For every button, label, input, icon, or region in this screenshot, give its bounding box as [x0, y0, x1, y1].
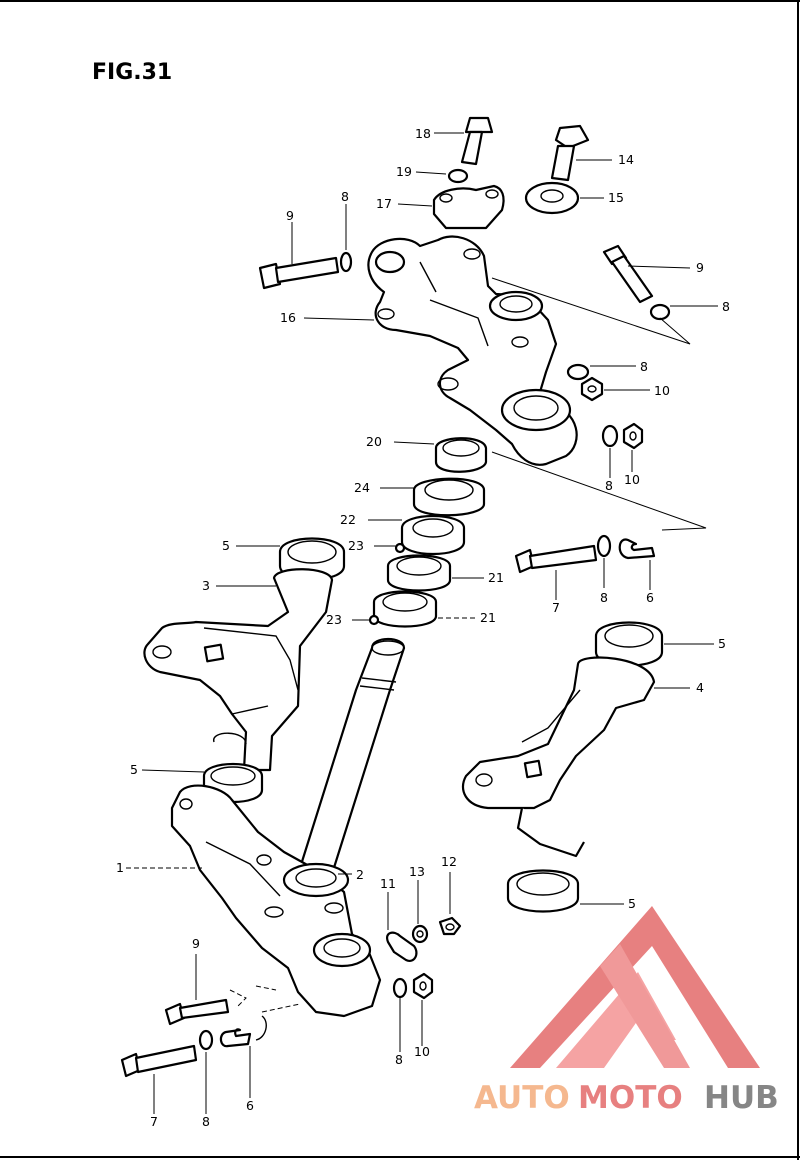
nut-20: [434, 437, 488, 473]
fork-bracket-3: [143, 568, 334, 772]
bolt-7-middle: [514, 544, 598, 574]
ring-5-lower-right: [506, 869, 580, 913]
callout-5-lower-right: 5: [628, 896, 636, 911]
figure-title: FIG.31: [92, 60, 172, 85]
washer-19: [447, 168, 469, 184]
callout-17: 17: [376, 196, 392, 211]
callout-19: 19: [396, 164, 412, 179]
nut-10-bracket: [580, 376, 604, 402]
bolt-18: [460, 116, 494, 166]
bolt-14: [550, 124, 590, 182]
cap-17: [432, 184, 505, 230]
clip-6-middle: [618, 538, 656, 560]
callout-9-upper-left: 9: [286, 208, 294, 223]
callout-14: 14: [618, 152, 634, 167]
lower-bracket-1: [170, 784, 382, 1018]
callout-15: 15: [608, 190, 624, 205]
callout-8-upper-left: 8: [341, 189, 349, 204]
guide-line-middle: [491, 451, 707, 531]
callout-8-bracket: 8: [640, 359, 648, 374]
callout-13: 13: [409, 864, 425, 879]
upper-bracket-16: [367, 235, 578, 466]
race-21-lower: [372, 590, 438, 628]
washer-8-right: [601, 424, 619, 448]
callout-4: 4: [696, 680, 704, 695]
callout-7-lower: 7: [150, 1114, 158, 1129]
callout-21-upper: 21: [488, 570, 504, 585]
bolt-7-lower: [120, 1044, 198, 1078]
callout-3: 3: [202, 578, 210, 593]
callout-23-upper: 23: [348, 538, 364, 553]
callout-5-top-right: 5: [718, 636, 726, 651]
callout-8-lower-right: 8: [395, 1052, 403, 1067]
callout-5-lower-left: 5: [130, 762, 138, 777]
callout-16: 16: [280, 310, 296, 325]
clip-6-hook: [255, 1015, 267, 1041]
logo-text-auto: AUTO: [474, 1080, 570, 1116]
nut-10-lower: [412, 972, 434, 1000]
callout-2: 2: [356, 867, 364, 882]
guide-line-upper: [491, 277, 691, 345]
callout-10-lower: 10: [414, 1044, 430, 1059]
logo-text-hub: HUB: [704, 1080, 779, 1116]
callout-24: 24: [354, 480, 370, 495]
automotohub-logo: AUTO MOTO HUB: [474, 906, 779, 1116]
ball-23-upper: [394, 542, 406, 554]
clamp-11: [386, 931, 418, 962]
clip-6-lower: [219, 1028, 252, 1048]
bolt-9-upper-right: [602, 244, 654, 304]
callout-21-lower: 21: [480, 610, 496, 625]
fork-bracket-4: [461, 656, 656, 858]
callout-11: 11: [380, 876, 396, 891]
callout-10-bracket: 10: [654, 383, 670, 398]
callout-7-middle: 7: [552, 600, 560, 615]
ball-23-lower: [368, 614, 380, 626]
seal-24: [412, 477, 486, 517]
leader-lines: [126, 132, 718, 1114]
callout-8-middle: 8: [600, 590, 608, 605]
washer-8-upper-right: [649, 303, 671, 321]
guide-dash-lower: [255, 985, 301, 1013]
callout-8-lower: 8: [202, 1114, 210, 1129]
callout-18: 18: [415, 126, 431, 141]
callout-5-top-left: 5: [222, 538, 230, 553]
screw-12: [438, 916, 462, 936]
nut-10-right: [622, 422, 644, 450]
callout-9-lower: 9: [192, 936, 200, 951]
race-22: [400, 514, 466, 556]
clip-dash-upper: [229, 989, 247, 1009]
callout-1: 1: [116, 860, 124, 875]
callout-6-lower: 6: [246, 1098, 254, 1113]
callout-23-lower: 23: [326, 612, 342, 627]
steering-stem-2: [298, 637, 406, 876]
callout-9-upper-right: 9: [696, 260, 704, 275]
callout-8-upper-right: 8: [722, 299, 730, 314]
washer-8-middle: [596, 534, 612, 558]
logo-text-moto: MOTO: [578, 1080, 683, 1116]
washer-15: [524, 181, 580, 215]
washer-8-lower-right: [392, 977, 408, 999]
washer-8-bracket: [566, 363, 590, 381]
washer-13: [411, 924, 429, 944]
callout-labels: 18 19 17 14 15 9 8 9 8 16 8 10 20 8 10 2…: [116, 126, 730, 1129]
washer-8-upper-left: [339, 251, 353, 273]
bolt-9-upper-left: [258, 256, 340, 290]
washer-8-lower: [198, 1029, 214, 1051]
callout-12: 12: [441, 854, 457, 869]
callout-10-right: 10: [624, 472, 640, 487]
callout-22: 22: [340, 512, 356, 527]
race-21-upper: [386, 554, 452, 592]
callout-6-middle: 6: [646, 590, 654, 605]
callout-8-right: 8: [605, 478, 613, 493]
callout-20: 20: [366, 434, 382, 449]
bolt-9-lower: [164, 998, 230, 1026]
bracket-3-lower-collar: [213, 732, 247, 745]
